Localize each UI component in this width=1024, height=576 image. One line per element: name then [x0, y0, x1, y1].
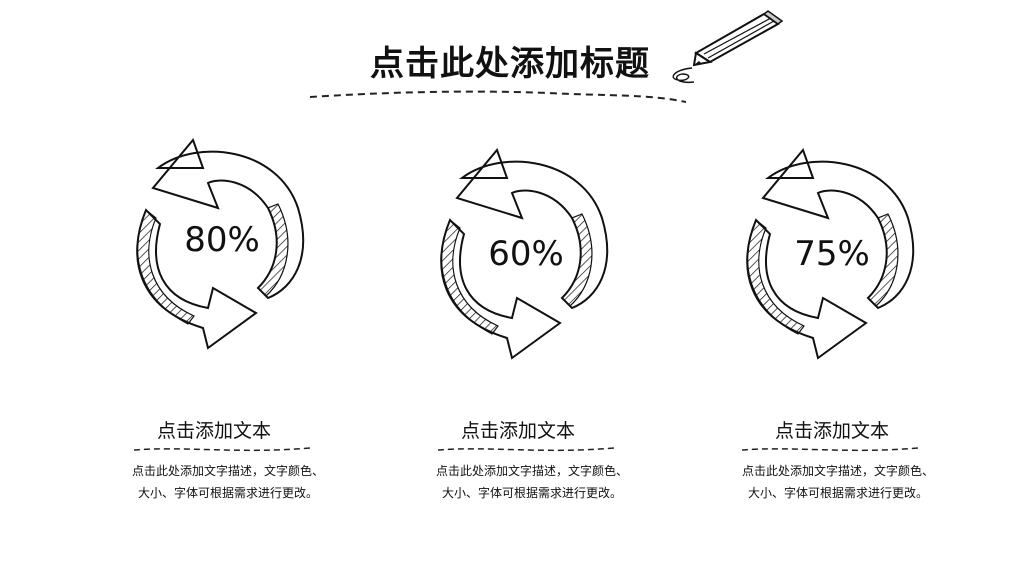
desc-line-1: 点击此处添加文字描述，文字颜色、	[131, 464, 324, 478]
card-description-2[interactable]: 点击此处添加文字描述，文字颜色、 大小、字体可根据需求进行更改。	[412, 460, 652, 504]
label-dashed-line	[741, 447, 919, 452]
cycle-arrows-icon	[136, 138, 305, 350]
cycle-arrows-icon	[440, 148, 609, 360]
card-description-1[interactable]: 点击此处添加文字描述，文字颜色、 大小、字体可根据需求进行更改。	[108, 460, 348, 504]
card-label-3[interactable]: 点击添加文本	[774, 420, 889, 442]
card-description-3[interactable]: 点击此处添加文字描述，文字颜色、 大小、字体可根据需求进行更改。	[718, 460, 958, 504]
pencil-icon	[672, 10, 784, 84]
label-dashed-line	[133, 447, 311, 452]
slide-title[interactable]: 点击此处添加标题	[370, 44, 650, 84]
label-dashed-line	[437, 447, 615, 452]
desc-line-2: 大小、字体可根据需求进行更改。	[137, 486, 318, 500]
desc-line-2: 大小、字体可根据需求进行更改。	[441, 486, 622, 500]
desc-line-1: 点击此处添加文字描述，文字颜色、	[435, 464, 628, 478]
card-label-2[interactable]: 点击添加文本	[460, 420, 575, 442]
percent-value-1: 80%	[184, 220, 260, 260]
title-dashed-underline	[309, 90, 687, 103]
cycle-arrows-icon	[746, 148, 915, 360]
percent-value-2: 60%	[488, 234, 564, 274]
desc-line-2: 大小、字体可根据需求进行更改。	[747, 486, 928, 500]
stat-card-2: 60% 点击添加文本 点击此处添加文字描述，文字颜色、 大小、字体可根据需求进行…	[412, 138, 652, 538]
stat-card-1: 80% 点击添加文本 点击此处添加文字描述，文字颜色、 大小、字体可根据需求进行…	[108, 128, 348, 528]
percent-value-3: 75%	[794, 234, 870, 274]
desc-line-1: 点击此处添加文字描述，文字颜色、	[741, 464, 934, 478]
card-label-1[interactable]: 点击添加文本	[156, 420, 271, 442]
stat-card-3: 75% 点击添加文本 点击此处添加文字描述，文字颜色、 大小、字体可根据需求进行…	[718, 138, 958, 538]
